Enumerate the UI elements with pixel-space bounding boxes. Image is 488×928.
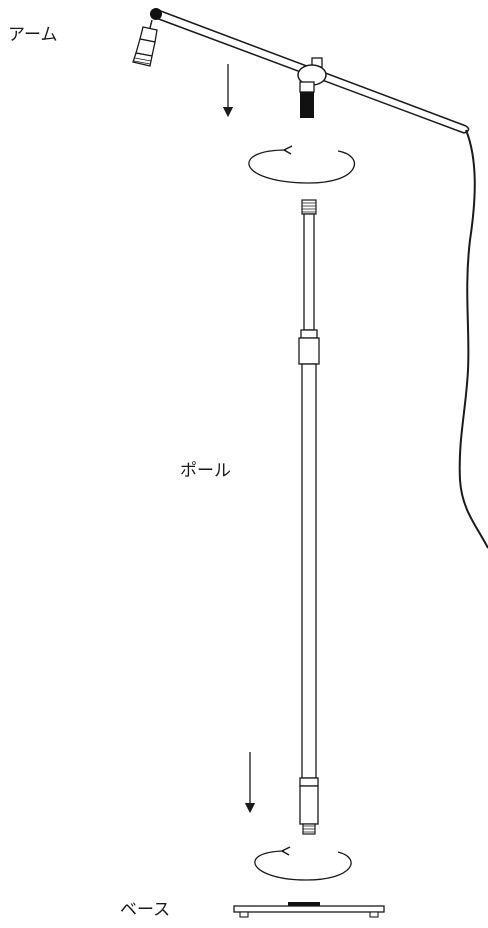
arm-clamp	[297, 57, 327, 118]
pole	[298, 199, 320, 835]
base-plate	[233, 902, 385, 918]
mic-clip	[132, 19, 158, 67]
boom-arm	[132, 8, 470, 134]
rotate-icon	[248, 145, 356, 184]
arm-label: アーム	[8, 25, 58, 45]
rotate-icon	[254, 846, 352, 881]
pole-label: ポール	[180, 461, 231, 481]
base-label: ベース	[120, 900, 171, 920]
cable	[458, 129, 488, 549]
